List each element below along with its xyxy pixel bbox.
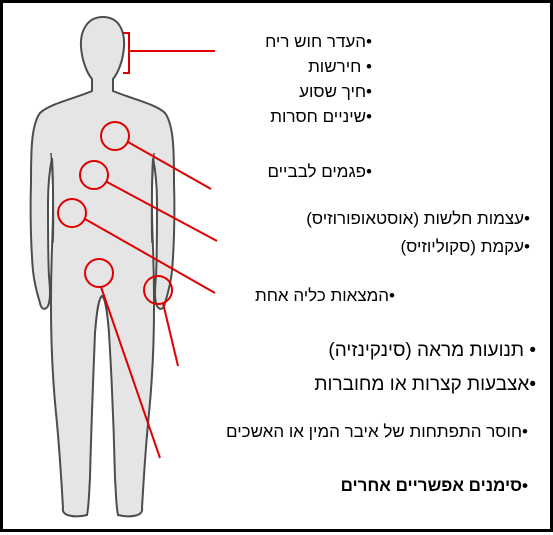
label-short-fused-fingers: •אצבעות קצרות או מחוברות [314,373,536,397]
label-single-kidney: •המצאות כליה אחת [255,285,395,307]
label-other-signs: •סימנים אפשריים אחרים [341,475,528,497]
hand-pointer-line [163,303,178,366]
body-silhouette [31,17,175,516]
label-deafness: • חירשות [308,56,372,78]
label-scoliosis: •עקמת (סקוליוזיס) [401,236,531,258]
label-anosmia: •העדר חוש ריח [265,31,372,53]
label-synkinesis: • תנועות מראה (סינקינזיה) [328,339,536,363]
label-genital-underdevelopment: •חוסר התפתחות של איבר המין או האשכים [183,421,528,443]
label-missing-teeth: •שיניים חסרות [270,106,372,128]
label-osteoporosis: •עצמות חלשות (אוסטאופורוזיס) [306,208,530,230]
body-illustration [3,3,553,535]
label-heart-defects: •פגמים לבביים [267,161,372,183]
label-cleft-palate: •חיך שסוע [299,81,372,103]
head-bracket-marker [123,33,215,73]
